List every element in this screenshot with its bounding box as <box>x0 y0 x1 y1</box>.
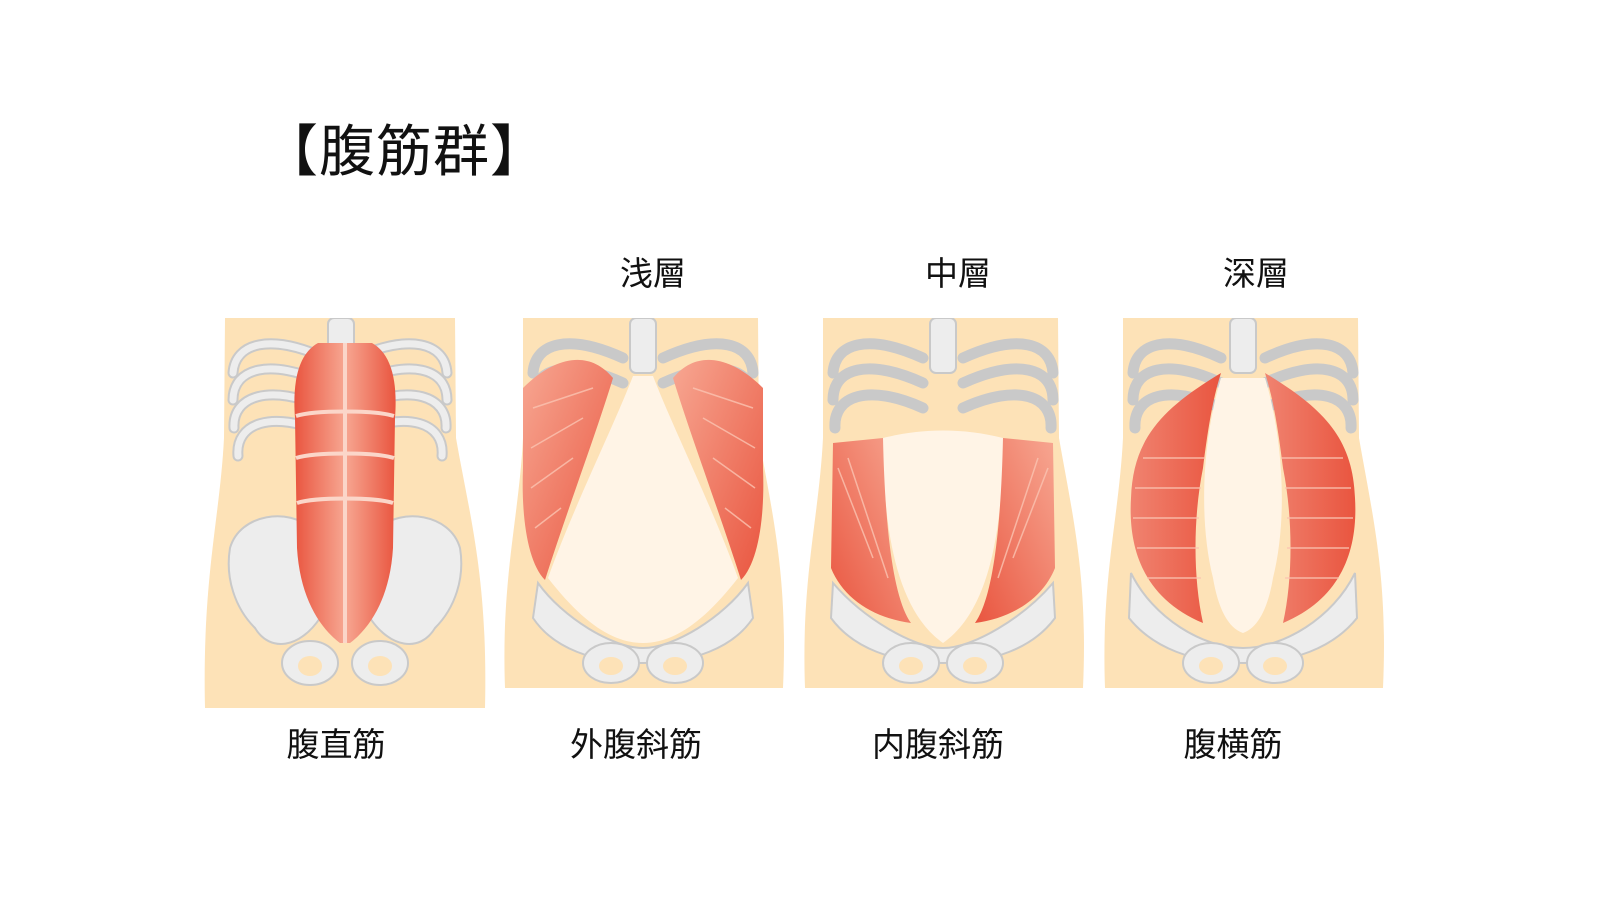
internal-oblique-fibers <box>837 457 1049 579</box>
sternum <box>629 318 657 374</box>
pelvis-holes <box>599 657 687 675</box>
transversus-abdominis-fibers <box>1133 457 1353 579</box>
transversus-abdominis-muscle-right <box>1265 373 1356 623</box>
abdominal-aponeurosis <box>548 376 738 643</box>
layer-label-deep: 深層 <box>1223 254 1289 293</box>
layer-label-middle: 中層 <box>925 254 991 293</box>
transversus-abdominis-muscle-left <box>1130 373 1221 623</box>
page-title: 【腹筋群】 <box>262 120 547 185</box>
label-internal-oblique: 内腹斜筋 <box>872 725 1004 764</box>
internal-oblique-muscle-right <box>975 438 1055 623</box>
abdominal-aponeurosis <box>1204 378 1282 633</box>
internal-oblique-illustration <box>804 318 1084 688</box>
sternum <box>929 318 957 374</box>
transversus-abdominis-illustration <box>1104 318 1384 688</box>
external-oblique-illustration <box>504 318 784 688</box>
diagram-internal-oblique <box>803 318 1093 708</box>
pelvis <box>829 580 1057 684</box>
label-external-oblique: 外腹斜筋 <box>570 725 702 764</box>
tendinous-intersections <box>295 343 395 643</box>
pelvis-holes <box>298 656 392 676</box>
internal-oblique-muscle-left <box>831 438 911 623</box>
pelvis-holes <box>1199 657 1287 675</box>
layer-label-superficial: 浅層 <box>620 254 686 293</box>
sternum <box>1229 318 1257 374</box>
diagram-transversus-abdominis <box>1103 318 1393 708</box>
external-oblique-fibers <box>530 387 756 529</box>
external-oblique-muscle-right <box>673 359 764 580</box>
rectus-abdominis-illustration <box>204 318 486 708</box>
diagram-rectus-abdominis <box>200 318 490 708</box>
rib-cage <box>827 338 1059 434</box>
diagram-external-oblique <box>503 318 793 708</box>
pelvis-holes <box>899 657 987 675</box>
abdominal-aponeurosis <box>883 430 1003 643</box>
label-rectus-abdominis: 腹直筋 <box>286 725 386 764</box>
label-transversus-abdominis: 腹横筋 <box>1183 725 1283 764</box>
external-oblique-muscle-left <box>522 359 613 580</box>
